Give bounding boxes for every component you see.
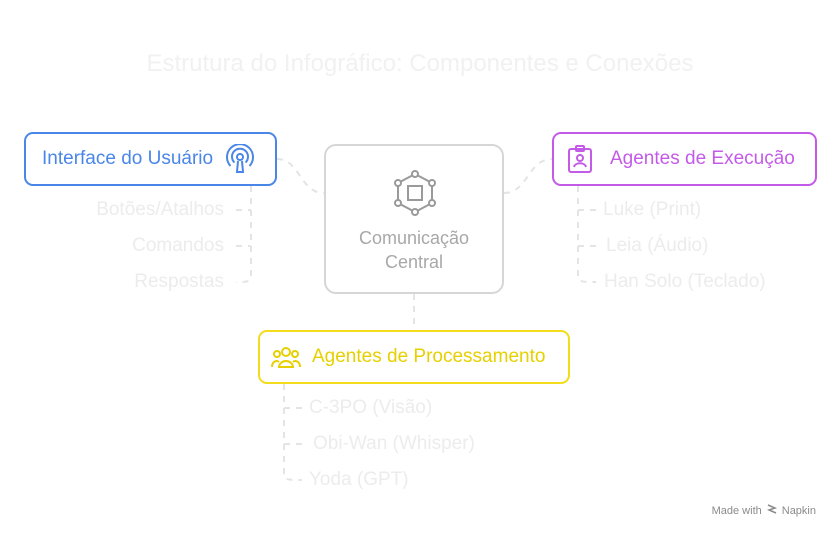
- interface-item: Comandos: [132, 235, 224, 256]
- interface-label: Interface do Usuário: [42, 148, 214, 169]
- group-icon: [270, 343, 302, 371]
- processing-item: Yoda (GPT): [309, 469, 409, 490]
- execution-item: Leia (Áudio): [606, 235, 709, 256]
- connector-interface-center: [276, 158, 325, 194]
- footer-brand: Napkin: [781, 504, 816, 517]
- connector-interface-items: [235, 186, 252, 283]
- processing-label: Agentes de Processamento: [312, 346, 546, 367]
- processing-node[interactable]: Agentes de Processamento: [258, 330, 570, 384]
- footer-made-with: Made with: [711, 504, 762, 517]
- execution-label: Agentes de Execução: [610, 148, 795, 169]
- network-hub-icon: [392, 170, 438, 221]
- processing-item: Obi-Wan (Whisper): [313, 433, 475, 454]
- interface-item: Botões/Atalhos: [96, 199, 224, 220]
- connector-center-execution: [503, 158, 553, 194]
- connector-execution-items: [577, 186, 597, 283]
- napkin-logo-icon: [766, 503, 778, 518]
- central-label-line1: Comunicação: [358, 228, 470, 248]
- central-label: Comunicação Central: [326, 226, 502, 274]
- connector-processing-items: [283, 384, 303, 481]
- central-communication-node[interactable]: Comunicação Central: [324, 144, 504, 294]
- interface-item: Respostas: [134, 271, 224, 292]
- execution-item: Han Solo (Teclado): [604, 271, 766, 292]
- broadcast-icon: [225, 144, 255, 174]
- interface-node[interactable]: Interface do Usuário: [24, 132, 277, 186]
- processing-item: C-3PO (Visão): [309, 397, 433, 418]
- napkin-footer[interactable]: Made with Napkin: [712, 503, 816, 518]
- central-label-line2: Central: [384, 252, 444, 272]
- id-badge-icon: [566, 144, 594, 174]
- execution-node[interactable]: Agentes de Execução: [552, 132, 817, 186]
- diagram-title: Estrutura do Infográfico: Componentes e …: [146, 50, 694, 77]
- execution-item: Luke (Print): [603, 199, 702, 220]
